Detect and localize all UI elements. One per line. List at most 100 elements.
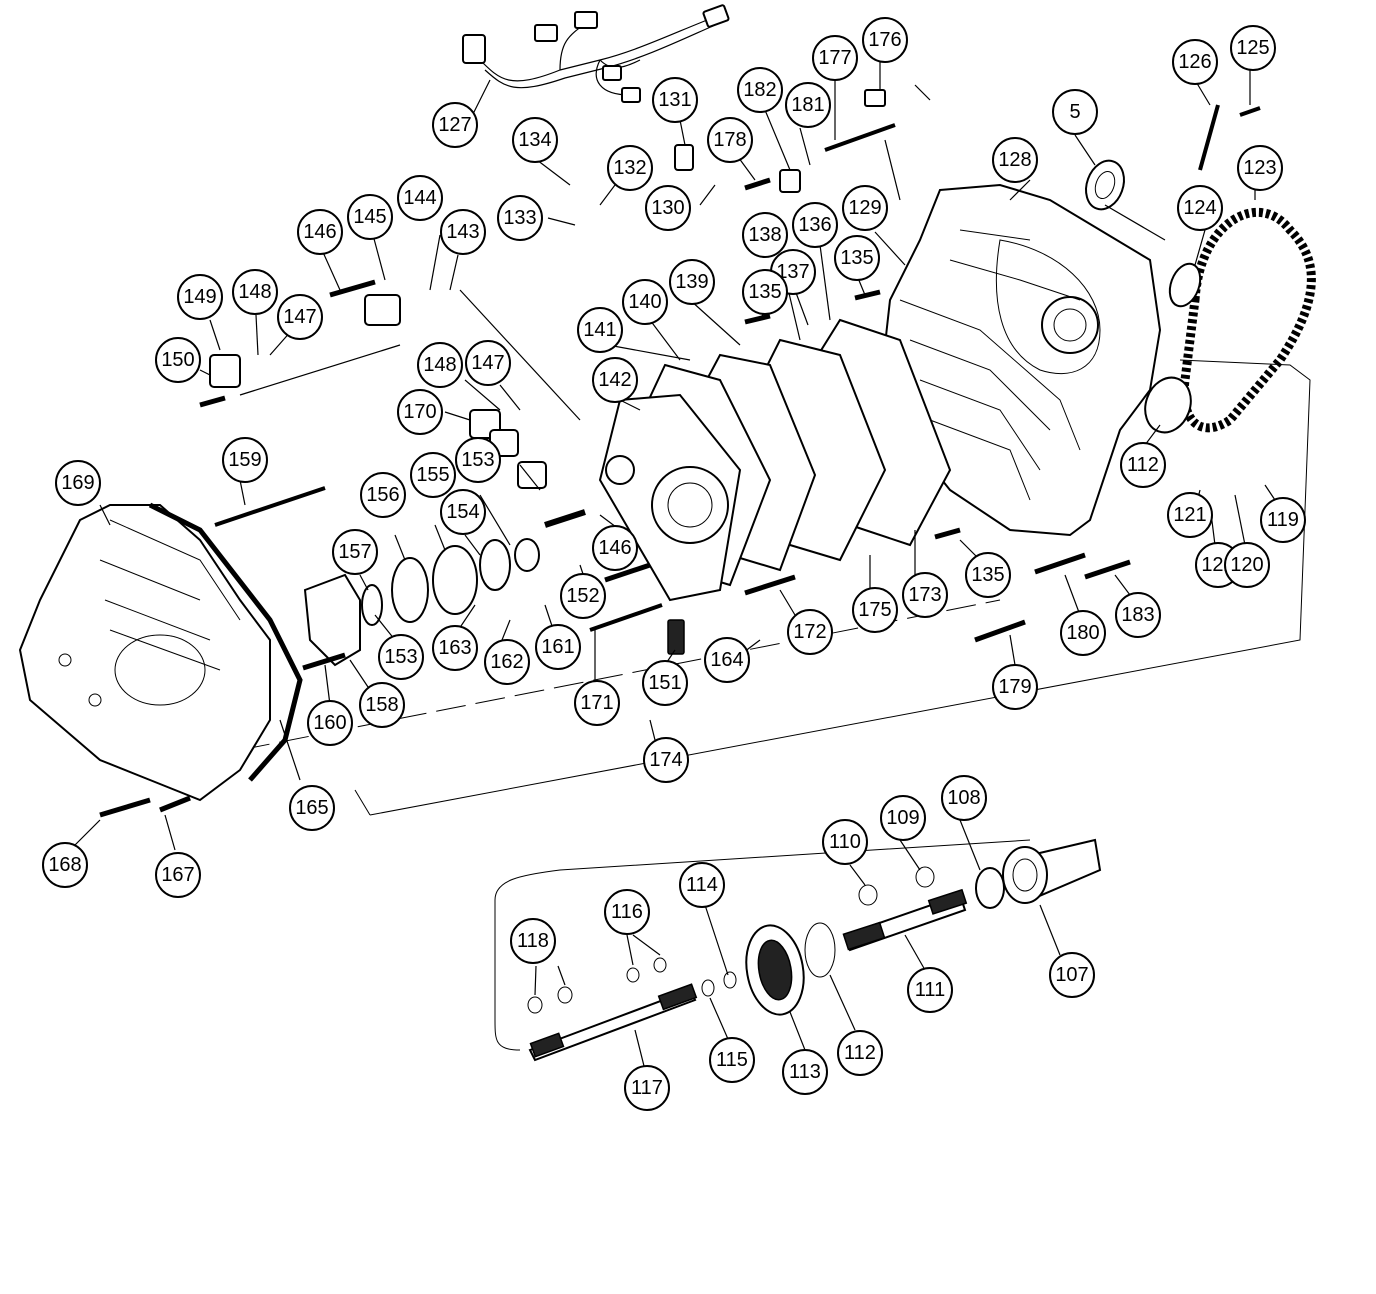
- svg-text:157: 157: [338, 541, 371, 563]
- callout-183: 183: [1115, 592, 1161, 638]
- svg-text:124: 124: [1183, 197, 1216, 219]
- callout-161: 161: [535, 624, 581, 670]
- svg-text:115: 115: [716, 1049, 748, 1071]
- svg-text:130: 130: [651, 197, 684, 219]
- callout-148a: 148: [232, 269, 278, 315]
- callout-146b: 146: [592, 525, 638, 571]
- callout-130: 130: [645, 185, 691, 231]
- svg-text:169: 169: [61, 472, 94, 494]
- callout-138: 138: [742, 212, 788, 258]
- svg-text:113: 113: [789, 1061, 821, 1083]
- callout-178: 178: [707, 117, 753, 163]
- svg-text:147: 147: [471, 352, 504, 374]
- svg-text:148: 148: [423, 354, 456, 376]
- callout-165: 165: [289, 785, 335, 831]
- callout-135b: 135: [742, 269, 788, 315]
- svg-text:165: 165: [295, 797, 328, 819]
- callout-135a: 135: [834, 235, 880, 281]
- callout-113: 113: [782, 1049, 828, 1095]
- callout-179: 179: [992, 664, 1038, 710]
- svg-text:135: 135: [748, 281, 781, 303]
- callout-111: 111: [907, 967, 953, 1013]
- svg-text:136: 136: [798, 214, 831, 236]
- callout-127: 127: [432, 102, 478, 148]
- svg-text:141: 141: [583, 319, 616, 341]
- svg-text:148: 148: [238, 281, 271, 303]
- callout-163: 163: [432, 625, 478, 671]
- callout-135c: 135: [965, 552, 1011, 598]
- callout-147b: 147: [465, 340, 511, 386]
- svg-text:118: 118: [517, 930, 549, 952]
- callout-180: 180: [1060, 610, 1106, 656]
- callout-133: 133: [497, 195, 543, 241]
- callout-125: 125: [1230, 25, 1276, 71]
- svg-text:131: 131: [658, 89, 691, 111]
- callout-167: 167: [155, 852, 201, 898]
- svg-text:107: 107: [1055, 964, 1088, 986]
- svg-text:133: 133: [503, 207, 536, 229]
- output-shaft-assembly: [527, 838, 1102, 1062]
- callout-142: 142: [592, 357, 638, 403]
- svg-text:135: 135: [840, 247, 873, 269]
- svg-text:170: 170: [403, 401, 436, 423]
- callout-108: 108: [941, 775, 987, 821]
- svg-text:125: 125: [1236, 37, 1269, 59]
- callout-148b: 148: [417, 342, 463, 388]
- svg-text:5: 5: [1069, 101, 1080, 123]
- svg-text:146: 146: [598, 537, 631, 559]
- svg-text:183: 183: [1121, 604, 1154, 626]
- accumulator-parts: [209, 89, 886, 667]
- callout-158: 158: [359, 682, 405, 728]
- svg-text:173: 173: [908, 584, 941, 606]
- callout-119: 119: [1260, 497, 1306, 543]
- callout-151: 151: [642, 660, 688, 706]
- callout-155: 155: [410, 452, 456, 498]
- callout-177: 177: [812, 35, 858, 81]
- callout-136: 136: [792, 202, 838, 248]
- svg-text:132: 132: [613, 157, 646, 179]
- callout-149: 149: [177, 274, 223, 320]
- callout-175: 175: [852, 587, 898, 633]
- svg-text:153: 153: [384, 646, 417, 668]
- callout-150: 150: [155, 337, 201, 383]
- callout-153b: 153: [378, 634, 424, 680]
- callout-129: 129: [842, 185, 888, 231]
- svg-text:177: 177: [818, 47, 851, 69]
- svg-text:162: 162: [490, 651, 523, 673]
- callout-146a: 146: [297, 209, 343, 255]
- callout-123: 123: [1237, 145, 1283, 191]
- callout-154: 154: [440, 489, 486, 535]
- svg-text:126: 126: [1178, 51, 1211, 73]
- svg-text:172: 172: [793, 621, 826, 643]
- svg-text:161: 161: [541, 636, 574, 658]
- callout-117: 117: [624, 1065, 670, 1111]
- svg-text:147: 147: [283, 306, 316, 328]
- svg-text:135: 135: [971, 564, 1004, 586]
- callout-112b: 112: [837, 1030, 883, 1076]
- svg-text:134: 134: [518, 129, 551, 151]
- svg-text:109: 109: [886, 807, 919, 829]
- svg-text:142: 142: [598, 369, 631, 391]
- bolts: [99, 104, 1261, 818]
- callout-168: 168: [42, 842, 88, 888]
- svg-text:155: 155: [416, 464, 449, 486]
- svg-text:138: 138: [748, 224, 781, 246]
- svg-text:123: 123: [1243, 157, 1276, 179]
- svg-text:174: 174: [649, 749, 682, 771]
- svg-text:180: 180: [1066, 622, 1099, 644]
- callout-156: 156: [360, 472, 406, 518]
- svg-text:178: 178: [713, 129, 746, 151]
- callout-128: 128: [992, 137, 1038, 183]
- svg-text:175: 175: [858, 599, 891, 621]
- group-outline-lower: [494, 839, 1031, 1051]
- valve-body-plates: [598, 318, 952, 602]
- svg-text:167: 167: [161, 864, 194, 886]
- svg-text:114: 114: [686, 874, 718, 896]
- callout-118: 118: [510, 918, 556, 964]
- callout-170: 170: [397, 389, 443, 435]
- callout-159: 159: [222, 437, 268, 483]
- callout-107: 107: [1049, 952, 1095, 998]
- svg-text:152: 152: [566, 585, 599, 607]
- svg-text:149: 149: [183, 286, 216, 308]
